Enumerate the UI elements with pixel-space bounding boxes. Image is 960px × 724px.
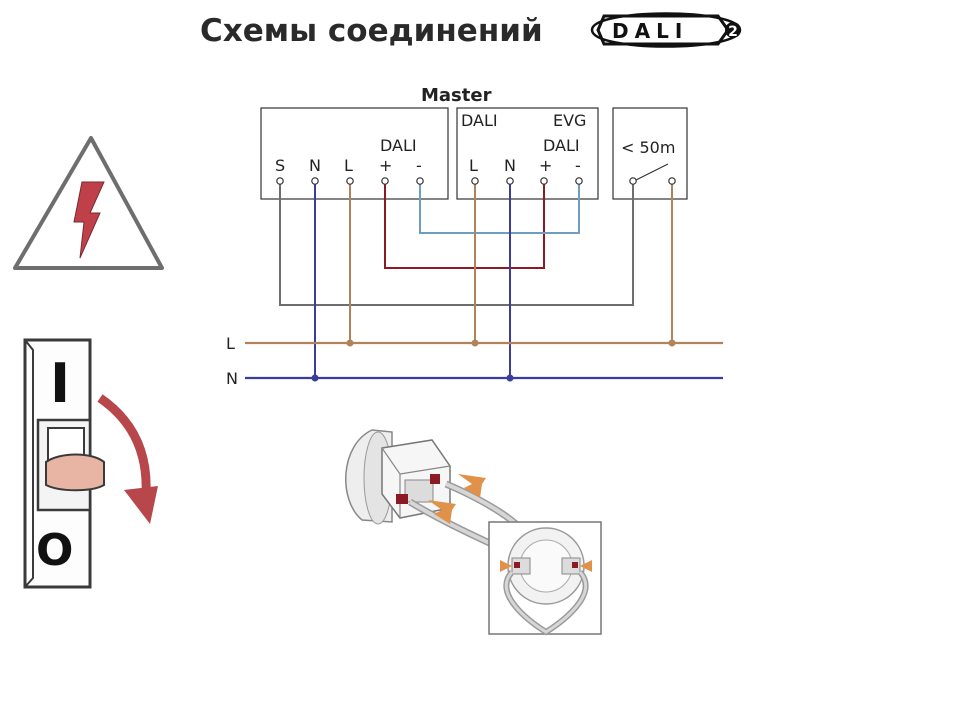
electric-warning-icon [13,136,164,270]
evg-terminal-n: N [504,156,516,175]
switch-off-arrow-icon [97,394,158,524]
dali-logo: DALI 2 [590,12,742,48]
wire-dali-minus [419,181,580,234]
terminal-circles [276,177,676,185]
wire-dali-plus [384,181,545,269]
junction-dots [311,339,676,382]
breaker-on-label: I [50,352,70,415]
evg-dali-label-top: DALI [461,111,498,130]
evg-ballast-box [456,107,599,200]
dali-logo-version: 2 [728,24,738,40]
master-terminal-minus: - [416,156,422,175]
master-terminal-l: L [344,156,353,175]
page-title: Схемы соединений [200,13,543,49]
master-label: Master [421,85,492,106]
evg-dali-label: DALI [543,136,580,155]
evg-terminal-l: L [469,156,478,175]
push-button-distance-label: < 50m [621,138,675,157]
rail-l-label: L [226,334,235,353]
dali-logo-text: DALI [612,19,688,43]
installation-illustration [345,429,602,636]
wires [245,181,723,380]
evg-label: EVG [553,111,586,130]
master-module-box [260,107,449,200]
breaker-off-label: O [36,525,73,576]
circuit-breaker-icon: I O [23,338,105,589]
push-button-contact [635,163,669,181]
master-terminal-plus: + [379,156,392,175]
master-terminal-n: N [309,156,321,175]
master-dali-label: DALI [380,136,417,155]
rail-n-label: N [226,369,238,388]
wire-s-to-button [279,181,634,306]
master-terminal-s: S [275,156,285,175]
evg-terminal-plus: + [539,156,552,175]
evg-terminal-minus: - [575,156,581,175]
push-button-box [612,107,688,200]
